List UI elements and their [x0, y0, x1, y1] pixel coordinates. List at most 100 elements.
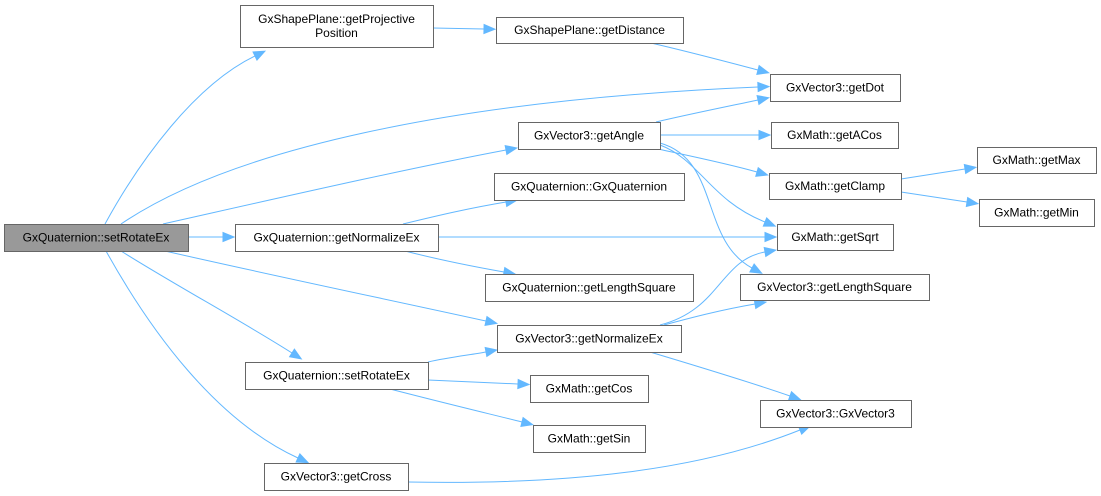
edges-layer — [104, 23, 980, 483]
arrowhead-icon — [504, 144, 519, 156]
edge-line — [120, 250, 293, 354]
edge-root-to-getProjectivePosition — [104, 50, 267, 225]
node-label: GxMath::getSin — [548, 432, 631, 446]
edge-line — [427, 379, 519, 385]
graph-node-qSetRotateEx[interactable]: GxQuaternion::setRotateEx — [245, 362, 429, 390]
node-box — [979, 199, 1095, 227]
edge-line — [432, 27, 485, 30]
edge-line — [900, 168, 966, 180]
node-label: GxShapePlane::getDistance — [514, 23, 665, 37]
graph-node-getCos[interactable]: GxMath::getCos — [530, 375, 649, 403]
graph-node-qGetNormalizeEx[interactable]: GxQuaternion::getNormalizeEx — [235, 224, 439, 252]
edge-root-to-vGetNormalizeEx — [164, 250, 499, 327]
arrowhead-icon — [288, 348, 303, 360]
node-box — [485, 274, 694, 302]
node-box — [769, 173, 902, 200]
arrowhead-icon — [295, 453, 310, 464]
node-label: GxVector3::getCross — [281, 470, 392, 484]
edge-root-to-qSetRotateEx — [120, 250, 303, 360]
edge-getProjectivePosition-to-getDistance — [432, 23, 497, 35]
edge-getAngle-to-getClamp — [657, 148, 769, 177]
node-label: GxMath::getClamp — [785, 179, 885, 193]
graph-node-vCtor[interactable]: GxVector3::GxVector3 — [760, 400, 912, 428]
node-box — [533, 425, 646, 453]
node-label: GxVector3::getLengthSquare — [757, 280, 912, 294]
edge-line — [105, 250, 299, 459]
edge-line — [427, 351, 487, 363]
arrowhead-icon — [484, 315, 499, 327]
graph-node-getDot[interactable]: GxVector3::getDot — [770, 74, 901, 102]
graph-node-getACos[interactable]: GxMath::getACos — [771, 122, 899, 149]
node-label: GxQuaternion::getNormalizeEx — [253, 231, 419, 245]
edge-vGetNormalizeEx-to-getSqrt — [659, 246, 778, 326]
node-label: GxVector3::getNormalizeEx — [515, 332, 662, 346]
node-label: GxVector3::getAngle — [534, 129, 644, 143]
node-box — [777, 224, 894, 251]
edge-qSetRotateEx-to-getCos — [427, 378, 531, 390]
node-label: GxMath::getCos — [546, 382, 633, 396]
arrowhead-icon — [965, 196, 980, 208]
node-label: GxQuaternion::setRotateEx — [263, 369, 410, 383]
graph-node-getClamp[interactable]: GxMath::getClamp — [769, 173, 902, 200]
graph-node-getMin[interactable]: GxMath::getMin — [979, 199, 1095, 227]
node-label: GxQuaternion::GxQuaternion — [511, 180, 667, 194]
node-label: GxMath::getACos — [787, 128, 882, 142]
graph-node-getDistance[interactable]: GxShapePlane::getDistance — [496, 17, 684, 44]
node-label: GxMath::getMax — [992, 153, 1080, 167]
graph-node-qCtor[interactable]: GxQuaternion::GxQuaternion — [494, 173, 685, 201]
node-box — [264, 463, 409, 491]
node-label: GxMath::getSqrt — [791, 230, 879, 244]
node-label: Position — [315, 26, 358, 40]
node-box — [496, 17, 684, 44]
node-label: GxMath::getMin — [994, 206, 1079, 220]
node-box — [245, 362, 429, 390]
arrowhead-icon — [520, 416, 534, 427]
node-box — [771, 122, 899, 149]
arrowhead-icon — [758, 129, 772, 141]
node-label: GxVector3::GxVector3 — [776, 407, 895, 421]
arrowhead-icon — [963, 163, 978, 175]
arrowhead-icon — [749, 263, 763, 274]
graph-node-qGetLengthSquare[interactable]: GxQuaternion::getLengthSquare — [485, 274, 694, 302]
edge-root-to-getAngle — [162, 144, 519, 225]
node-box — [4, 224, 189, 252]
edge-line — [650, 42, 759, 71]
edge-line — [657, 148, 758, 173]
node-label: GxQuaternion::getLengthSquare — [502, 281, 676, 295]
edge-qSetRotateEx-to-vGetNormalizeEx — [427, 346, 499, 363]
graph-node-getSin[interactable]: GxMath::getSin — [533, 425, 646, 453]
edge-line — [120, 86, 759, 225]
arrowhead-icon — [756, 94, 771, 106]
nodes-layer: GxQuaternion::setRotateEx GxShapePlane::g… — [4, 5, 1097, 491]
edge-vGetNormalizeEx-to-vCtor — [649, 351, 802, 401]
edge-getAngle-to-getDot — [655, 94, 771, 123]
edge-line — [407, 429, 801, 483]
graph-node-getMax[interactable]: GxMath::getMax — [977, 147, 1097, 174]
root-node[interactable]: GxQuaternion::setRotateEx — [4, 224, 189, 252]
edge-qGetNormalizeEx-to-getSqrt — [438, 231, 778, 243]
edge-line — [164, 250, 487, 322]
graph-node-vGetLengthSquare[interactable]: GxVector3::getLengthSquare — [740, 274, 930, 301]
graph-node-vGetNormalizeEx[interactable]: GxVector3::getNormalizeEx — [497, 325, 682, 353]
edge-line — [659, 142, 753, 269]
arrowhead-icon — [252, 50, 267, 61]
edge-line — [389, 388, 523, 423]
edge-line — [663, 303, 756, 326]
arrowhead-icon — [763, 246, 778, 258]
edge-getClamp-to-getMax — [900, 163, 978, 180]
edge-line — [659, 144, 766, 223]
edge-line — [162, 149, 507, 225]
arrowhead-icon — [222, 231, 236, 243]
arrowhead-icon — [757, 81, 771, 93]
arrowhead-icon — [484, 346, 499, 358]
arrowhead-icon — [756, 64, 770, 75]
edge-getClamp-to-getMin — [900, 191, 980, 208]
graph-node-getAngle[interactable]: GxVector3::getAngle — [518, 122, 661, 150]
graph-node-getSqrt[interactable]: GxMath::getSqrt — [777, 224, 894, 251]
node-box — [770, 74, 901, 102]
arrowhead-icon — [517, 378, 531, 390]
edge-vGetNormalizeEx-to-vGetLengthSquare — [663, 298, 768, 326]
node-box — [977, 147, 1097, 174]
graph-node-getCross[interactable]: GxVector3::getCross — [264, 463, 409, 491]
